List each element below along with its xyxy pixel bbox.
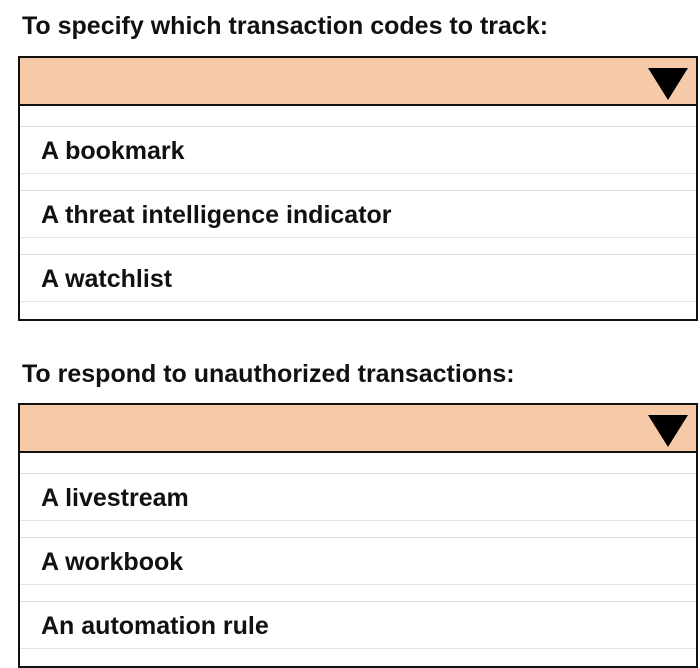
question-title: To specify which transaction codes to tr…: [22, 12, 549, 40]
triangle-down-icon[interactable]: [648, 415, 688, 447]
option-watchlist[interactable]: A watchlist: [20, 255, 696, 319]
option-label: A watchlist: [41, 265, 173, 293]
option-spacer: [20, 106, 696, 127]
option-livestream[interactable]: A livestream: [20, 474, 696, 538]
question-title: To respond to unauthorized transactions:: [22, 360, 515, 388]
dropdown-selected-value[interactable]: [20, 405, 696, 453]
triangle-down-icon[interactable]: [648, 68, 688, 100]
option-threat-intelligence-indicator[interactable]: A threat intelligence indicator: [20, 191, 696, 255]
option-list: A bookmark A threat intelligence indicat…: [20, 106, 696, 319]
dropdown-selected-value[interactable]: [20, 58, 696, 106]
option-spacer: [20, 453, 696, 474]
option-label: A threat intelligence indicator: [41, 201, 392, 229]
option-label: A bookmark: [41, 137, 185, 165]
option-list: A livestream A workbook An automation ru…: [20, 453, 696, 666]
option-label: A workbook: [41, 548, 184, 576]
option-workbook[interactable]: A workbook: [20, 538, 696, 602]
option-label: A livestream: [41, 484, 189, 512]
answer-dropdown-respond-unauthorized[interactable]: A livestream A workbook An automation ru…: [18, 403, 698, 668]
option-bookmark[interactable]: A bookmark: [20, 127, 696, 191]
option-label: An automation rule: [41, 612, 269, 640]
answer-dropdown-track-codes[interactable]: A bookmark A threat intelligence indicat…: [18, 56, 698, 321]
option-automation-rule[interactable]: An automation rule: [20, 602, 696, 666]
